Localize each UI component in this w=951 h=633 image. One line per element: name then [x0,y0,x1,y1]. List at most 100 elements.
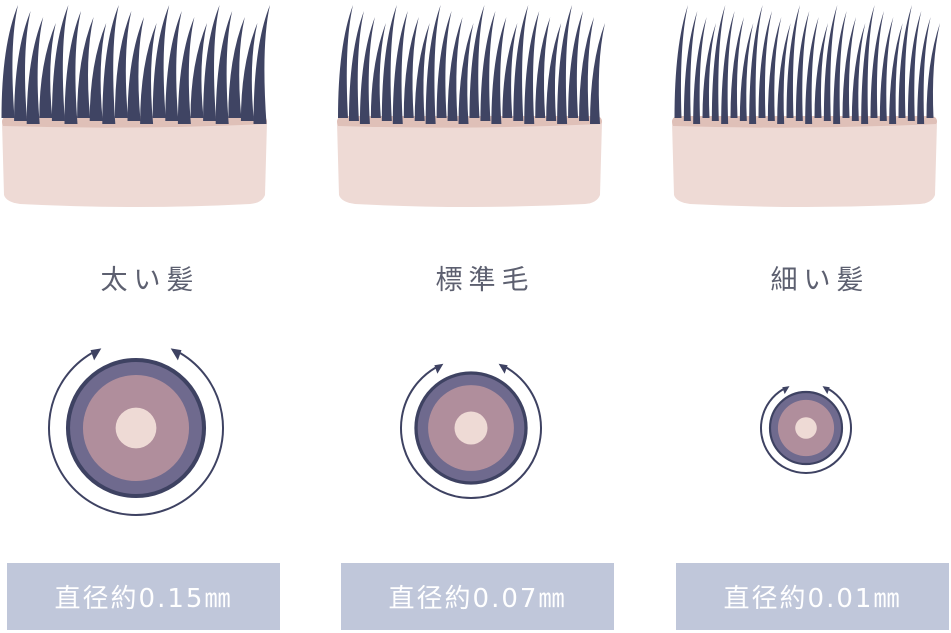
hair-strand [165,11,182,121]
hair-strand [228,17,245,118]
hair-strand [513,5,529,121]
hair-strand [568,11,584,118]
hair-strand [823,5,838,121]
arrowhead-left-icon [90,348,102,361]
hair-strand [842,17,856,118]
hair-strand [898,5,912,118]
hair-strand [26,17,44,124]
panel-title: 太い髪 [100,265,200,296]
hair-strand [203,5,220,121]
hair-strand [926,23,940,118]
hair-strand [114,11,132,118]
scalp-skin [672,116,937,207]
hair-strand [579,17,595,121]
rotation-arrow-arc [48,352,224,516]
hair-strand [89,23,107,121]
hair-strand [39,23,56,118]
hair-strand [907,11,922,121]
hair-strand [851,23,866,121]
hair-strand [436,11,452,118]
arrowhead-right-icon [822,386,830,395]
hair-strand [524,11,540,124]
arrowhead-left-icon [434,363,444,374]
thick-hair-illustration [1,5,270,516]
diameter-label: 直径約0.15㎜ [7,563,280,630]
hair-strand [557,5,573,124]
hair-strand [693,17,707,124]
thin-hair-illustration [672,5,940,474]
hair-strand [414,23,430,121]
scalp-skin [2,116,267,207]
diameter-label: 直径約0.07㎜ [341,563,614,630]
hair-strand [425,5,441,124]
rotation-arrow-arc [760,388,852,474]
hair-strand [749,5,763,124]
diameter-label: 直径約0.01㎜ [676,563,949,630]
hair-strand [739,23,754,121]
hair-strand [190,23,207,118]
panel-title: 標準毛 [435,265,535,296]
hair-strand [51,5,69,121]
hair-strand [403,17,419,118]
hair-strand [674,5,688,118]
hair-strand [240,23,258,121]
hair-strand [702,23,716,118]
arrowhead-right-icon [498,363,508,374]
hair-strand [458,23,474,124]
hair-strand [469,5,485,118]
hair-strand [889,23,903,124]
hair-strand [535,17,551,118]
hair-strand [127,17,144,121]
hair-strand [359,17,375,124]
hair-strand [917,17,931,124]
hair-strand [253,5,270,124]
scalp-skin [337,116,602,207]
hair-strand [683,11,698,121]
hair-medulla [795,417,817,439]
hair-strand [879,17,894,121]
hair-strand [381,5,397,121]
hair-strand [502,23,518,118]
scalp-surface [337,116,602,128]
panel-thick-hair: 太い髪 直径約0.15㎜ [0,0,300,633]
hair-strand [786,5,800,118]
scalp-surface [672,116,937,128]
hair-strand [370,23,386,118]
hair-strand [392,11,408,124]
hair-strand [152,5,170,118]
hair-strand [795,11,810,121]
hair-strand [777,23,791,124]
hair-strand [480,11,496,121]
rotation-arrow-arc [400,366,542,499]
hair-strand [491,17,507,124]
hair-strand [814,23,828,118]
hair-strand [348,11,364,121]
hair-strand [77,17,94,118]
hair-strand [767,17,782,121]
panel-standard-hair: 標準毛 直径約0.07㎜ [335,0,635,633]
hair-strand [1,5,18,118]
hair-strand [730,17,744,118]
hair-strand [590,23,605,124]
hair-strand [758,11,772,118]
standard-hair-illustration [337,5,605,499]
panel-thin-hair: 細い髪 直径約0.01㎜ [670,0,951,633]
hair-strand [102,5,119,124]
hair-strand [711,5,726,121]
arrowhead-left-icon [782,386,790,395]
hair-strand [805,17,819,124]
hair-medulla [454,411,488,445]
hair-strand [338,5,353,118]
hair-strand [861,5,875,124]
hair-strand [721,11,735,124]
hair-strand [447,17,463,121]
panel-title: 細い髪 [770,265,870,296]
hair-strand [215,11,233,124]
hair-strand [177,17,195,124]
hair-medulla [115,407,157,449]
hair-strand [546,23,562,121]
arrowhead-right-icon [170,348,182,361]
hair-strand [64,11,81,124]
hair-strand [140,23,157,124]
hair-strand [870,11,884,118]
